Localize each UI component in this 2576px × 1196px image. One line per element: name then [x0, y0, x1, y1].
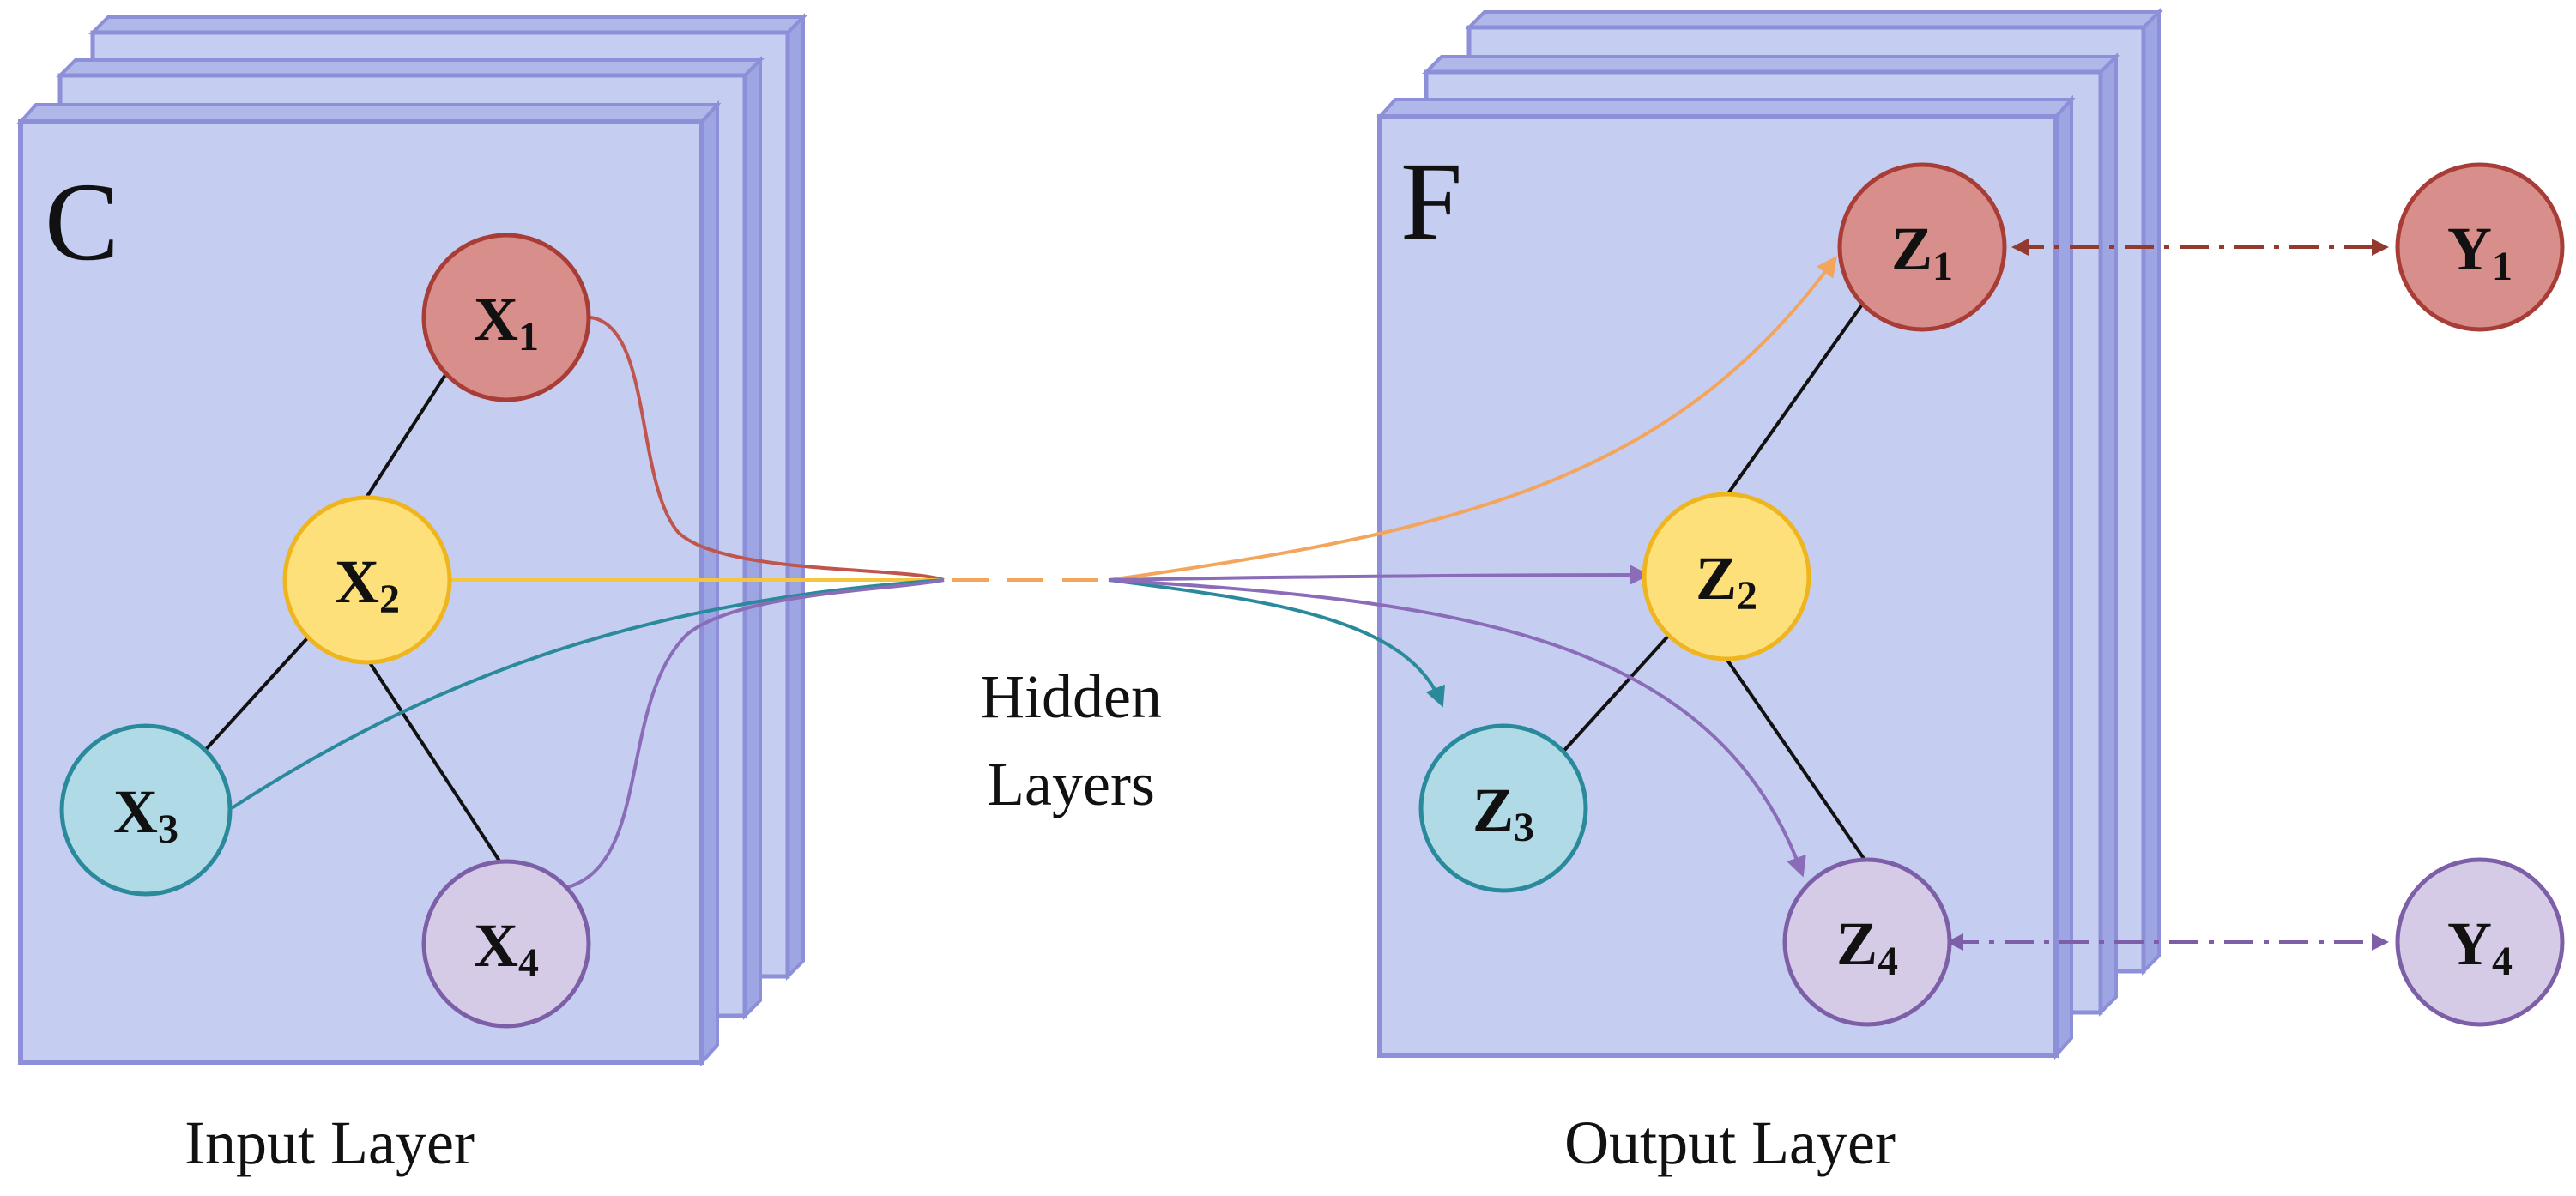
- output-graph-edges: [1558, 297, 1868, 861]
- node-z2-sub: 2: [1737, 573, 1757, 619]
- node-z3-sub: 3: [1514, 805, 1534, 850]
- curve-x1-hidden: [590, 316, 945, 582]
- curve-x4-hidden: [564, 578, 945, 890]
- edge-z2-z3: [1558, 631, 1672, 757]
- edge-x2-x3: [197, 637, 309, 758]
- svg-text:Z2: Z2: [1696, 544, 1757, 619]
- edge-x1-x2: [363, 373, 447, 502]
- hidden-to-output-arrows: [1108, 256, 1837, 878]
- svg-text:Z4: Z4: [1836, 909, 1898, 984]
- node-y4-sub: 4: [2492, 939, 2513, 984]
- node-x3-letter: X: [113, 777, 158, 846]
- node-y1-letter: Y: [2447, 214, 2492, 283]
- node-z3-circle: [1418, 723, 1588, 893]
- node-x4-circle: [421, 859, 591, 1029]
- input-to-hidden-curves: [230, 316, 945, 890]
- node-y1-circle: [2395, 162, 2565, 332]
- node-y1-sub: 1: [2492, 244, 2513, 289]
- node-z4-letter: Z: [1836, 909, 1878, 978]
- svg-text:X2: X2: [335, 547, 400, 622]
- svg-text:Z1: Z1: [1891, 214, 1953, 289]
- node-x4-letter: X: [474, 911, 518, 980]
- hidden-label-line1: Hidden: [980, 662, 1162, 731]
- node-z4: Z4: [1782, 857, 1952, 1027]
- svg-text:X3: X3: [113, 777, 178, 852]
- node-y1: Y1: [2395, 162, 2565, 332]
- node-y4: Y4: [2395, 857, 2565, 1027]
- node-x1: X1: [421, 233, 591, 402]
- node-x4: X4: [421, 859, 591, 1029]
- arrow-hidden-z1: [1108, 256, 1837, 582]
- edge-z1-z2: [1725, 297, 1868, 498]
- node-y4-circle: [2395, 857, 2565, 1027]
- input-layer-caption: Input Layer: [184, 1108, 475, 1177]
- svg-text:Z3: Z3: [1472, 776, 1534, 850]
- node-x4-sub: 4: [518, 940, 539, 986]
- input-panel-letter: C: [45, 160, 119, 284]
- node-z3: Z3: [1418, 723, 1588, 893]
- node-x1-sub: 1: [518, 314, 539, 359]
- output-panel-letter: F: [1400, 140, 1462, 263]
- hidden-label-line2: Layers: [987, 750, 1155, 818]
- node-z2-letter: Z: [1696, 544, 1737, 613]
- input-graph-edges: [197, 373, 505, 869]
- svg-text:X4: X4: [474, 911, 539, 986]
- svg-text:Y1: Y1: [2447, 214, 2513, 289]
- node-z1-letter: Z: [1891, 214, 1932, 283]
- arrow-hidden-z4: [1108, 578, 1806, 878]
- node-z4-circle: [1782, 857, 1952, 1027]
- node-z1-sub: 1: [1932, 244, 1953, 289]
- node-z1: Z1: [1837, 162, 2007, 332]
- node-x2-circle: [282, 495, 452, 665]
- node-x2: X2: [282, 495, 452, 665]
- edge-z2-z4: [1725, 657, 1866, 861]
- svg-text:Y4: Y4: [2447, 909, 2513, 984]
- node-y4-letter: Y: [2447, 909, 2492, 978]
- curve-x3-hidden: [230, 578, 945, 810]
- node-z1-circle: [1837, 162, 2007, 332]
- arrow-hidden-z3: [1108, 578, 1445, 708]
- node-x3: X3: [59, 723, 233, 897]
- node-z3-letter: Z: [1472, 776, 1514, 844]
- node-x1-circle: [421, 233, 591, 402]
- node-z2-circle: [1642, 492, 1811, 661]
- arrow-hidden-z2: [1108, 565, 1650, 586]
- node-z2: Z2: [1642, 492, 1811, 661]
- node-x2-sub: 2: [379, 577, 400, 622]
- node-z4-sub: 4: [1878, 939, 1898, 984]
- node-x3-circle: [59, 723, 233, 897]
- node-x2-letter: X: [335, 547, 379, 616]
- node-x3-sub: 3: [158, 806, 178, 852]
- output-layer-caption: Output Layer: [1564, 1108, 1896, 1177]
- svg-text:X1: X1: [474, 285, 539, 359]
- node-x1-letter: X: [474, 285, 518, 353]
- edge-x2-x4: [366, 657, 505, 869]
